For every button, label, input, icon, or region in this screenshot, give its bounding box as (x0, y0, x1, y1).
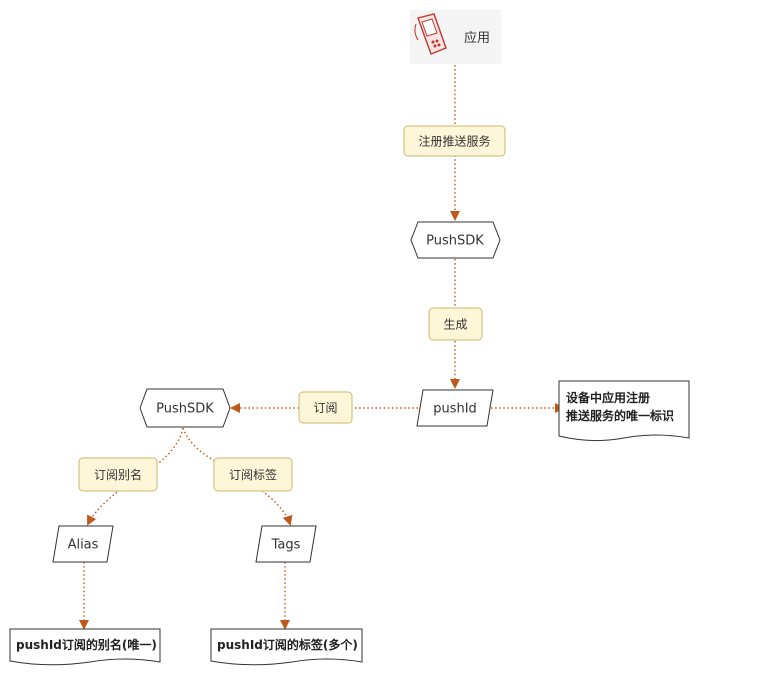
pushid-note-line2: 推送服务的唯一标识 (566, 408, 674, 423)
tags-node: Tags (255, 525, 317, 563)
alias-note: pushId订阅的别名(唯一) (9, 628, 161, 666)
alias-node: Alias (52, 525, 114, 563)
app-label: 应用 (464, 30, 490, 46)
alias-label: Alias (68, 538, 99, 553)
edge-label-subscribe-tags: 订阅标签 (213, 457, 293, 492)
pushid-label: pushId (433, 402, 477, 417)
pushsdk-top-label: PushSDK (426, 234, 484, 249)
mobile-phone-icon (414, 13, 447, 55)
tags-label: Tags (271, 538, 301, 553)
edge-label-subscribe: 订阅 (298, 391, 353, 424)
edge-label-subscribe-tags-text: 订阅标签 (229, 467, 277, 482)
tags-note: pushId订阅的标签(多个) (210, 628, 363, 666)
pushid-note: 设备中应用注册 推送服务的唯一标识 (558, 380, 690, 442)
pushid-note-line1: 设备中应用注册 (566, 390, 650, 405)
tags-note-label: pushId订阅的标签(多个) (217, 637, 358, 652)
pushid-node: pushId (416, 389, 494, 427)
pushsdk-left-label: PushSDK (156, 402, 214, 417)
edge-label-register-text: 注册推送服务 (418, 134, 490, 149)
edge-label-generate: 生成 (428, 307, 483, 341)
pushsdk-top-node: PushSDK (410, 221, 501, 259)
edge-label-register: 注册推送服务 (403, 125, 506, 157)
pushsdk-left-node: PushSDK (139, 388, 231, 428)
edge-label-subscribe-text: 订阅 (313, 401, 337, 415)
connectors (79, 65, 565, 630)
edge-label-subscribe-alias-text: 订阅别名 (94, 467, 142, 482)
app-node: 应用 (410, 10, 501, 64)
alias-note-label: pushId订阅的别名(唯一) (16, 637, 157, 652)
edge-label-subscribe-alias: 订阅别名 (78, 457, 158, 492)
edge-label-generate-text: 生成 (443, 318, 467, 332)
